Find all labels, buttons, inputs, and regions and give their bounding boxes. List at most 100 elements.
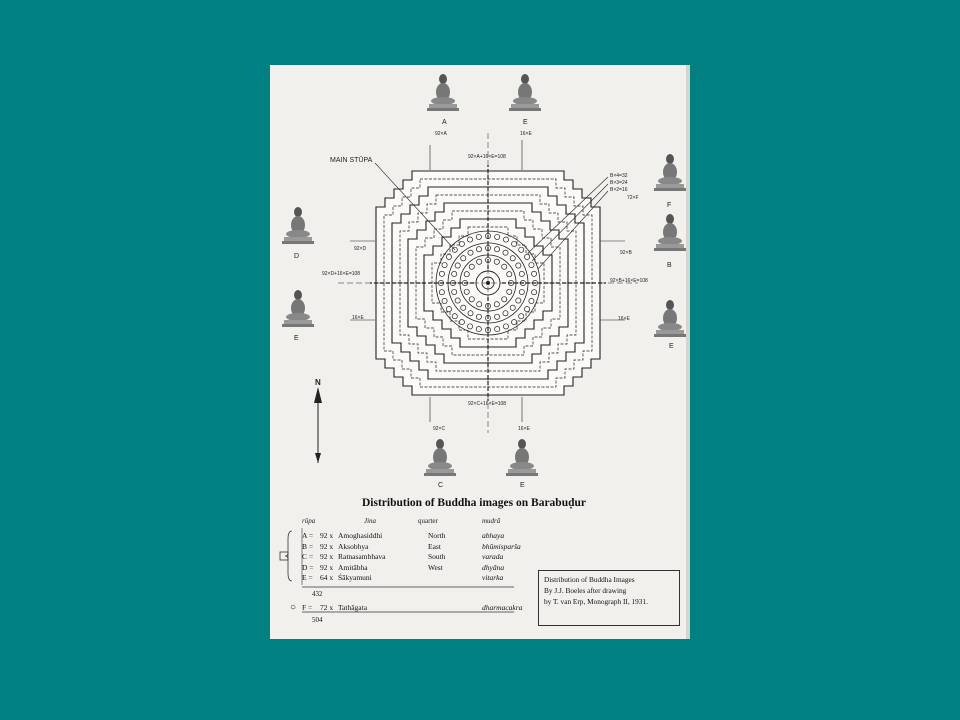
buddha-statue-e-top — [509, 74, 541, 111]
row-jina: Amitābha — [338, 562, 368, 572]
small-stupa — [531, 289, 538, 296]
statue-part — [521, 74, 529, 84]
barabudur-plan-diagram — [282, 74, 686, 476]
row-jina: Aksobhya — [338, 541, 369, 551]
small-stupa — [475, 313, 482, 320]
header-jina: Jina — [364, 517, 377, 525]
small-stupa — [518, 246, 525, 253]
compass-tail — [315, 453, 321, 463]
small-stupa — [494, 313, 501, 320]
small-stupa — [515, 262, 522, 269]
row-count: 72 x — [320, 603, 334, 612]
row-count: 92 x — [320, 531, 334, 540]
buddha-statue-e-bottom — [506, 439, 538, 476]
small-stupa — [506, 288, 513, 295]
small-stupa — [528, 262, 535, 268]
terrace-outline — [415, 210, 561, 356]
small-stupa — [511, 319, 518, 326]
small-stupa — [493, 258, 500, 265]
small-stupa — [467, 236, 473, 243]
annotation-ring-1: B×4=32 — [610, 173, 628, 179]
annotation-ring-2: B×3=24 — [610, 180, 628, 186]
small-stupa — [458, 319, 465, 326]
statue-part — [508, 469, 536, 473]
annotation-ring-total: 72×F — [627, 195, 639, 201]
small-stupa — [467, 323, 473, 330]
buddha-statue-e-right — [654, 300, 686, 337]
terrace-outline — [391, 186, 585, 380]
statue-part — [282, 324, 314, 327]
statue-part — [282, 241, 314, 244]
leader-line — [537, 190, 609, 270]
credit-line-1: Distribution of Buddha Images — [544, 575, 635, 584]
circle-marker: ○ — [290, 602, 297, 613]
statue-letter-a: A — [442, 119, 447, 126]
statue-part — [428, 462, 452, 470]
credit-line-2: By J.J. Boeles after drawing — [544, 586, 627, 595]
small-stupa — [509, 304, 516, 311]
row-quarter: South — [428, 552, 446, 561]
small-stupa — [441, 298, 448, 304]
header-quarter: quarter — [418, 517, 438, 525]
row-letter: F = — [302, 603, 313, 612]
small-stupa — [445, 306, 452, 313]
small-stupa — [476, 258, 483, 265]
statue-part — [656, 184, 684, 188]
page-edge — [686, 65, 690, 639]
statue-part — [291, 216, 305, 234]
row-letter: A = — [302, 531, 314, 540]
row-mudra: varada — [482, 552, 504, 561]
small-stupa — [509, 255, 516, 262]
compass-arrow — [314, 387, 322, 403]
small-stupa — [445, 253, 452, 260]
row-mudra: bhūmisparša — [482, 541, 521, 551]
statue-letter-d: D — [294, 253, 300, 260]
small-stupa — [468, 263, 475, 270]
row-count: 92 x — [320, 562, 334, 572]
small-stupa — [494, 246, 501, 253]
row-quarter: East — [428, 541, 441, 551]
statue-part — [658, 323, 682, 331]
statue-part — [429, 104, 457, 108]
small-stupa — [475, 246, 482, 253]
row-jina: Amoghasiddhi — [338, 531, 383, 540]
row-jina: Tathāgata — [338, 603, 368, 612]
row-letter: C = — [302, 552, 314, 561]
row-count: 92 x — [320, 541, 334, 551]
leader-line — [531, 183, 609, 262]
small-stupa — [451, 246, 458, 253]
terrace-outline — [431, 226, 545, 340]
annotation-top-a: 92×A — [435, 131, 447, 137]
statue-letter-e-bottom: E — [520, 482, 525, 489]
statue-letter-b: B — [667, 262, 672, 269]
row-quarter: West — [428, 562, 443, 572]
small-stupa — [463, 271, 470, 278]
row-quarter: North — [428, 531, 446, 540]
statue-letter-e-left: E — [294, 335, 299, 342]
statue-letter-c: C — [438, 482, 444, 489]
annotation-ring-3: B×2=16 — [610, 187, 628, 193]
statue-part — [663, 309, 677, 327]
statue-part — [663, 163, 677, 181]
statue-part — [511, 104, 539, 108]
buddha-statue-f — [654, 154, 686, 191]
annotation-left-d: 92×D — [354, 246, 367, 252]
row-letter: E = — [302, 573, 313, 582]
annotation-right-sum: 92×B+16×E=108 — [610, 278, 648, 284]
credit-line-3: by T. van Erp, Monograph II, 1931. — [544, 597, 648, 606]
statue-part — [436, 83, 450, 101]
statue-part — [666, 214, 674, 224]
small-stupa — [494, 233, 501, 240]
buddha-statue-b — [654, 214, 686, 251]
row-jina: Śākyamuni — [338, 573, 372, 582]
annotation-bottom-sum: 92×C+16×E=108 — [468, 401, 507, 407]
statue-part — [286, 230, 310, 238]
annotation-top-e: 16×E — [520, 131, 532, 137]
small-stupa — [515, 297, 522, 304]
statue-part — [666, 300, 674, 310]
annotation-top-sum: 92×A+16×E=108 — [468, 154, 506, 160]
statue-part — [666, 154, 674, 164]
statue-letter-e-top: E — [523, 119, 528, 126]
small-stupa — [467, 310, 474, 317]
small-stupa — [475, 233, 482, 240]
